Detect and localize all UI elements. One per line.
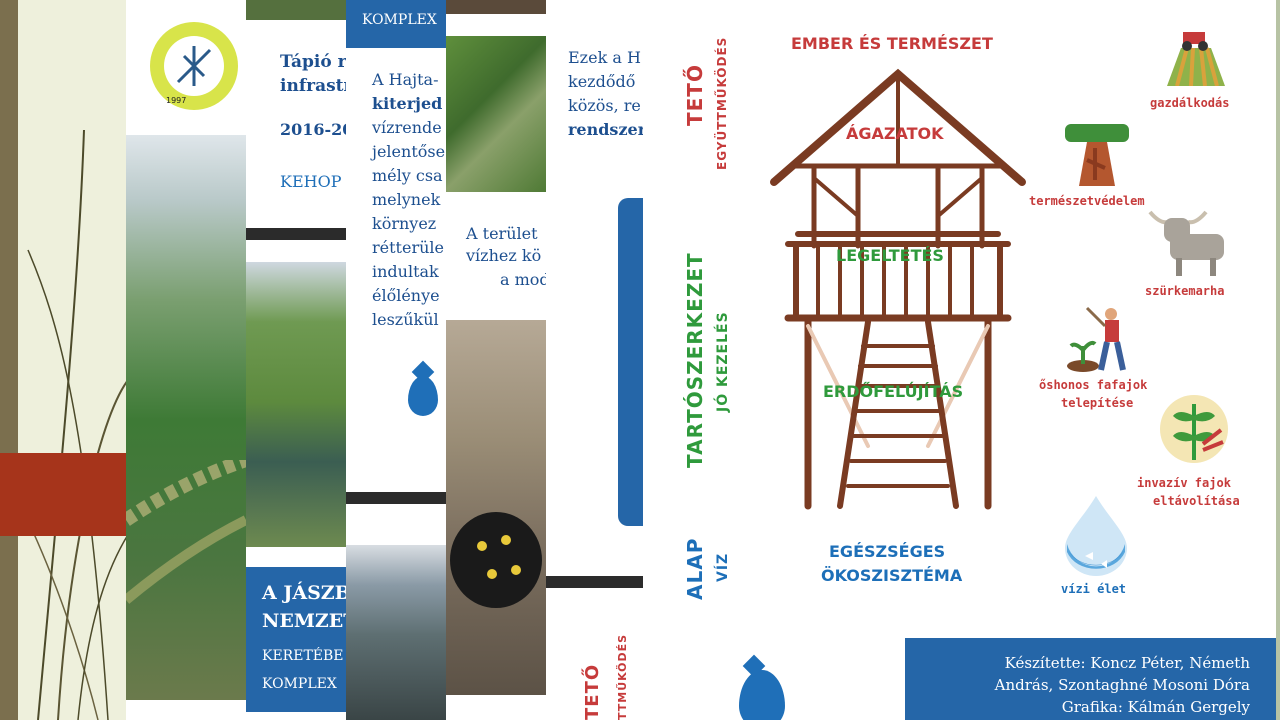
- infographic-title: EMBER ÉS TERMÉSZET: [791, 34, 993, 53]
- reed-pond-photo: [246, 262, 346, 547]
- divider-bar: [346, 492, 446, 504]
- riverbed-photo: [346, 545, 446, 720]
- wetland-aerial-photo: [126, 460, 246, 604]
- tree-icon: [1065, 124, 1129, 186]
- water-drop-icon: [408, 376, 438, 416]
- panel5-egyuttmukodes-vertical: TTMŰKÖDÉS: [616, 633, 629, 720]
- credits-line2: András, Szontaghné Mosoni Dóra: [994, 676, 1250, 694]
- national-park-logo: [150, 22, 238, 110]
- panel5-line: kezdődő: [568, 72, 636, 91]
- gazdalkodas-label: gazdálkodás: [1150, 96, 1230, 110]
- panel3-line: A Hajta-: [372, 70, 439, 89]
- panel3-header-box: [346, 0, 446, 48]
- panel3-line: kiterjed: [372, 94, 443, 113]
- divider-bar: [246, 228, 346, 240]
- panel3-line: élőlénye: [372, 286, 440, 305]
- base-line1: EGÉSZSÉGES: [829, 542, 946, 561]
- slide-edge-cream-bar: [18, 0, 126, 720]
- panel3-line: indultak: [372, 262, 439, 281]
- panel2-blue-box: [246, 567, 346, 712]
- panel3-line: jelentőse: [372, 142, 446, 161]
- panel3-line: környez: [372, 214, 437, 233]
- tower-roof-label: ÁGAZATOK: [846, 124, 944, 143]
- panel2-bottom-line4: KOMPLEX: [262, 676, 337, 692]
- aerial-wetland-photo: [446, 36, 546, 192]
- panel5-line: közös, re: [568, 96, 641, 115]
- teto-label: TETŐ: [683, 64, 707, 126]
- brochure-panel-2: Tápió r infrastr 2016-20 KEHOP A JÁSZBE …: [246, 0, 346, 720]
- photo-strip: [246, 0, 346, 20]
- invaziv-label-2: eltávolítása: [1153, 494, 1240, 508]
- credits-box: Készítette: Koncz Péter, Németh András, …: [905, 638, 1276, 720]
- panel2-title-line1: Tápió r: [280, 52, 346, 72]
- brochure-panel-3: KOMPLEX A Hajta- kiterjed vízrende jelen…: [346, 0, 446, 720]
- panel2-subtitle: KEHOP: [280, 172, 342, 191]
- panel4-line: vízhez kö: [466, 246, 542, 265]
- panel4-line: A terület: [466, 224, 538, 243]
- credits-line1: Készítette: Koncz Péter, Németh: [1004, 654, 1250, 672]
- invaziv-label-1: invazív fajok: [1137, 476, 1231, 490]
- brochure-panel-1: 1997: [126, 0, 246, 700]
- oshonos-label-1: őshonos fafajok: [1039, 378, 1148, 392]
- grass-decoration-icon: [18, 129, 138, 720]
- slide-edge-red-block: [0, 453, 126, 536]
- tartoszerkezet-sub-label: JÓ KEZELÉS: [715, 311, 731, 412]
- house-model-infographic: EMBER ÉS TERMÉSZET TETŐ EGYÜTTMŰKÖDÉS TA…: [643, 0, 1280, 720]
- slide-right-edge: [1276, 0, 1280, 720]
- slide-edge-olive-bar: [0, 0, 18, 720]
- beetle-icon: [450, 512, 542, 608]
- termeszetvedelem-label: természetvédelem: [1029, 194, 1145, 208]
- panel4-line: a mod: [500, 270, 546, 289]
- tower-middle-label: LEGELTETÉS: [836, 246, 944, 265]
- vizi-elet-label: vízi élet: [1061, 582, 1127, 596]
- panel3-header: KOMPLEX: [362, 12, 437, 28]
- panel3-line: melynek: [372, 190, 441, 209]
- tower-lower-label: ERDŐFELÚJÍTÁS: [823, 382, 964, 401]
- pruning-plant-icon: [1160, 395, 1228, 463]
- panel5-line: rendszer: [568, 120, 643, 139]
- szurkemarha-label: szürkemarha: [1145, 284, 1225, 298]
- panel5-line: Ezek a H: [568, 48, 641, 67]
- panel3-line: vízrende: [372, 118, 442, 137]
- panel5-teto-vertical: TETŐ: [582, 663, 603, 720]
- photo-strip: [446, 0, 546, 14]
- panel2-bottom-line3: KERETÉBE: [262, 648, 344, 664]
- watchtower-icon: [770, 68, 1026, 510]
- panel3-line: mély csa: [372, 166, 443, 185]
- logo-year: 1997: [166, 96, 187, 105]
- oshonos-label-2: telepítése: [1061, 396, 1134, 410]
- water-drop-fish-icon: [1065, 496, 1127, 576]
- tartoszerkezet-label: TARTÓSZERKEZET: [683, 252, 707, 468]
- divider-bar: [546, 576, 643, 588]
- brochure-panel-5: Ezek a H kezdődő közös, re rendszer TETŐ…: [546, 0, 643, 720]
- panel2-bottom-line1: A JÁSZBE: [262, 582, 346, 604]
- alap-sub-label: VÍZ: [715, 552, 731, 582]
- beetle-closeup-photo: [446, 320, 546, 695]
- alap-label: ALAP: [683, 537, 707, 600]
- planting-person-icon: [1067, 306, 1126, 372]
- water-drop-icon: [739, 670, 785, 720]
- panel2-years: 2016-20: [280, 120, 346, 139]
- panel2-bottom-line2: NEMZET: [262, 610, 346, 632]
- panel2-title-line2: infrastr: [280, 76, 346, 96]
- panel3-line: rétterüle: [372, 238, 444, 257]
- panel3-line: leszűkül: [372, 310, 439, 329]
- credits-line3: Grafika: Kálmán Gergely: [1061, 698, 1250, 716]
- grey-cattle-icon: [1148, 210, 1224, 276]
- panel5-blue-bar: [618, 198, 643, 526]
- brochure-panel-4: A terület vízhez kö a mod: [446, 0, 546, 720]
- teto-sub-label: EGYÜTTMŰKÖDÉS: [715, 36, 729, 170]
- tractor-farm-icon: [1167, 32, 1225, 86]
- base-line2: ÖKOSZISZTÉMA: [821, 566, 963, 585]
